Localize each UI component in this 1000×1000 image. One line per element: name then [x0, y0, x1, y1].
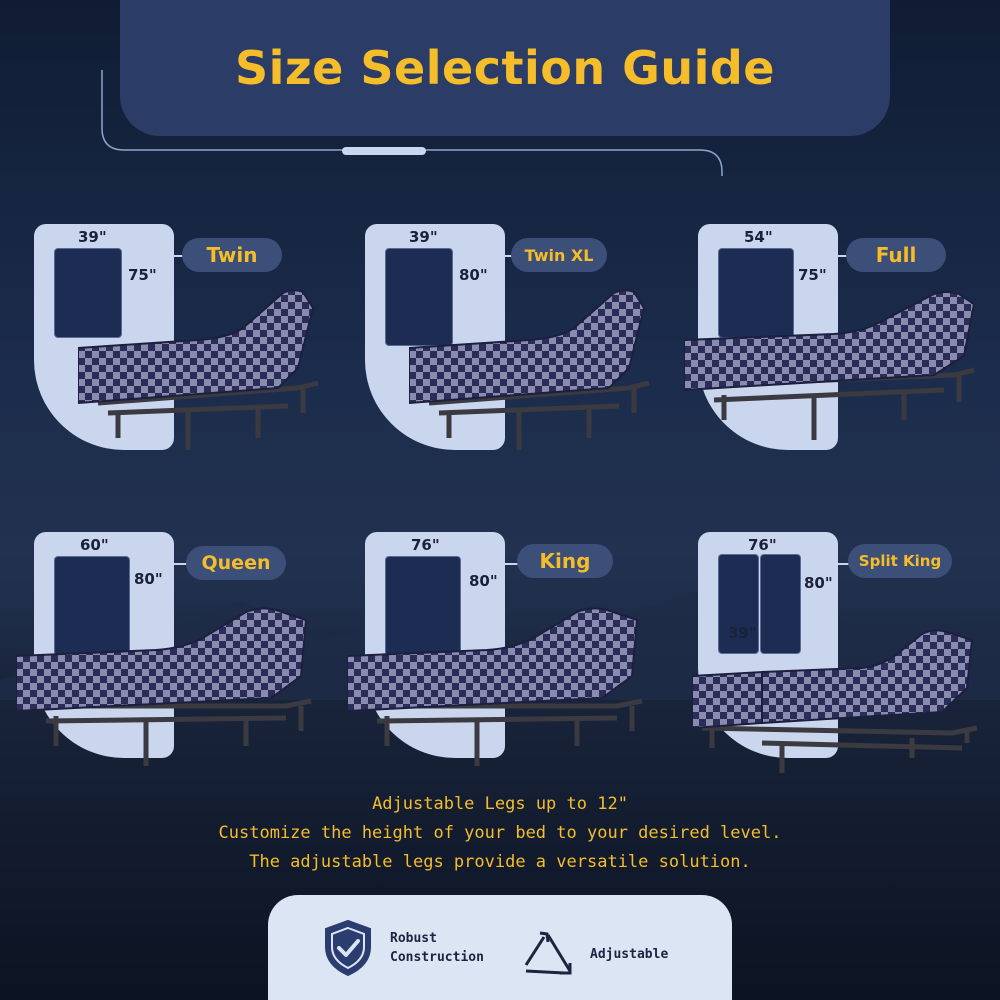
size-label: Queen [186, 546, 286, 580]
feature-footer: Robust Construction Adjustable [268, 895, 732, 1000]
header-banner: Size Selection Guide [120, 0, 890, 136]
length-dimension: 80" [459, 266, 488, 284]
size-card-queen: 60" 80" Queen [16, 532, 334, 792]
bed-image-king [347, 607, 643, 766]
length-dimension: 80" [134, 570, 163, 588]
connector-line [505, 563, 525, 565]
length-dimension: 75" [128, 266, 157, 284]
adjust-triangle-icon [524, 931, 572, 975]
feature-label-line2: Construction [390, 950, 484, 965]
size-label: Twin XL [511, 238, 607, 272]
bed-image-full [684, 291, 976, 440]
size-card-king: 76" 80" King [347, 532, 665, 792]
mattress-size-rect [54, 248, 122, 338]
width-dimension: 54" [744, 228, 773, 246]
legs-line-2: Customize the height of your bed to your… [218, 823, 782, 843]
half-width-dimension: 39" [728, 624, 757, 642]
bed-image-queen [16, 607, 312, 766]
size-card-twin: 39" 75" Twin [34, 224, 334, 484]
length-dimension: 75" [798, 266, 827, 284]
width-dimension: 60" [80, 536, 109, 554]
width-dimension: 39" [409, 228, 438, 246]
size-card-split-king: 76" 80" 39" Split King [692, 532, 998, 792]
mattress-size-rect [718, 248, 794, 338]
adjustable-legs-description: Adjustable Legs up to 12" Customize the … [0, 790, 1000, 877]
connector-line [174, 563, 194, 565]
feature-label-line1: Robust [390, 931, 437, 946]
size-card-full: 54" 75" Full [684, 224, 998, 484]
bed-image-split-king [692, 629, 978, 773]
length-dimension: 80" [804, 574, 833, 592]
bed-image-twin [78, 289, 319, 450]
width-dimension: 39" [78, 228, 107, 246]
mattress-size-rect-left [718, 554, 759, 654]
size-label: King [517, 544, 613, 578]
feature-adjustable: Adjustable [520, 929, 668, 979]
width-dimension: 76" [411, 536, 440, 554]
feature-label: Adjustable [590, 946, 669, 962]
mattress-size-rect [54, 556, 130, 656]
size-card-twin-xl: 39" 80" Twin XL [365, 224, 665, 484]
bed-image-twin-xl [409, 289, 650, 450]
legs-heading: Adjustable Legs up to 12" [372, 794, 628, 814]
size-label: Split King [848, 544, 952, 578]
mattress-size-rect-right [760, 554, 801, 654]
size-label: Full [846, 238, 946, 272]
legs-line-3: The adjustable legs provide a versatile … [249, 852, 751, 872]
length-dimension: 80" [469, 572, 498, 590]
shield-check-icon [325, 919, 371, 977]
page-title: Size Selection Guide [235, 41, 775, 95]
width-dimension: 76" [748, 536, 777, 554]
feature-robust-construction: Robust Construction [322, 919, 484, 977]
size-label: Twin [182, 238, 282, 272]
mattress-size-rect [385, 248, 453, 346]
